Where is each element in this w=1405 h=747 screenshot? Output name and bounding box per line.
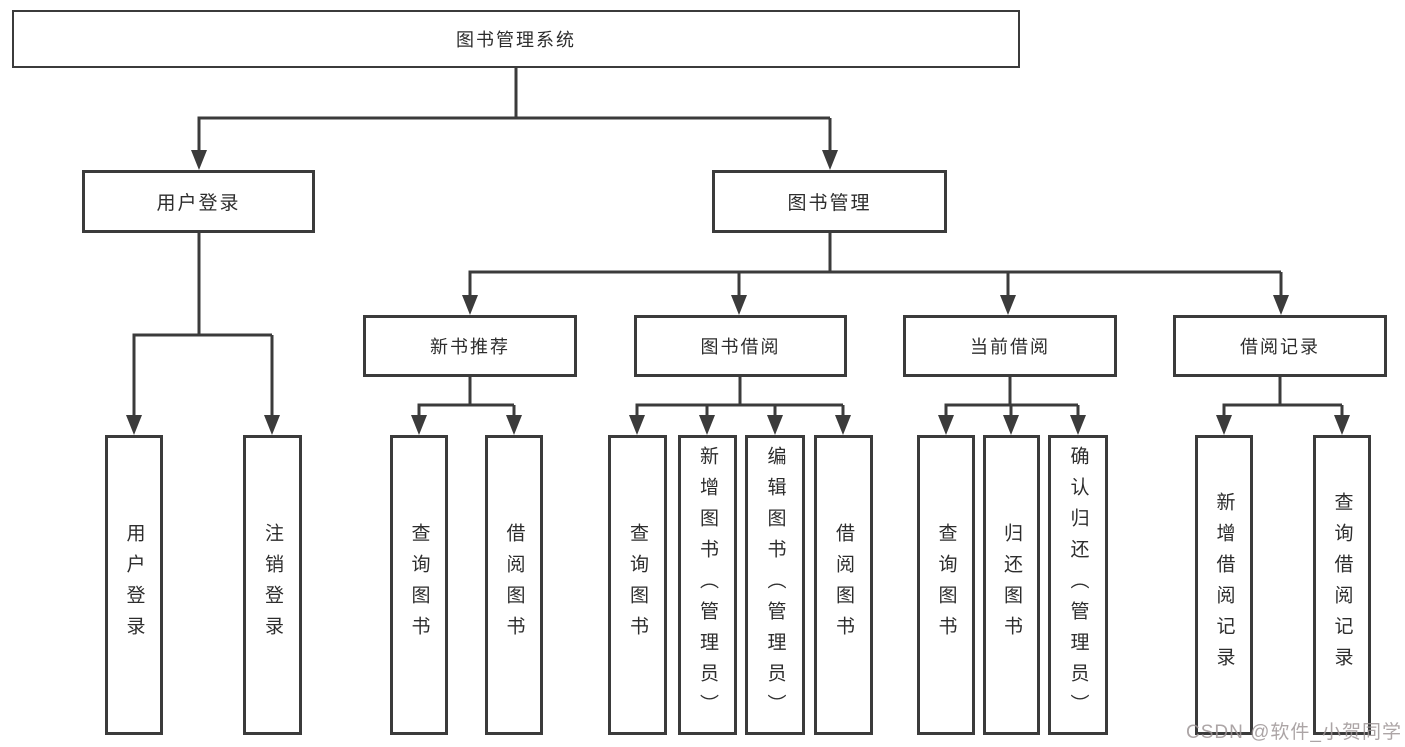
leaf-query-borrow-record: 查询借阅记录: [1313, 435, 1371, 735]
connector-book-management: [468, 233, 1283, 298]
leaf-borrow-books-recommend: 借阅图书: [485, 435, 543, 735]
node-book-borrow-label: 图书借阅: [700, 337, 781, 357]
leaf-edit-books-admin: 编辑图书（管理员）: [745, 435, 805, 735]
node-library-system: 图书管理系统: [12, 10, 1020, 68]
connector-book-borrow: [635, 377, 845, 418]
leaf-return-books: 归还图书: [983, 435, 1040, 735]
node-borrow-records-label: 借阅记录: [1240, 337, 1320, 357]
leaf-add-books-admin-label: 新增图书（管理员）: [697, 445, 718, 725]
leaf-add-borrow-record: 新增借阅记录: [1195, 435, 1253, 735]
leaf-query-borrow-record-label: 查询借阅记录: [1331, 492, 1353, 678]
leaf-user-login: 用户登录: [105, 435, 163, 735]
leaf-query-books-current-label: 查询图书: [935, 523, 957, 647]
node-new-book-recommend-label: 新书推荐: [430, 337, 510, 357]
leaf-confirm-return-admin-label: 确认归还（管理员）: [1067, 445, 1089, 725]
leaf-logout: 注销登录: [243, 435, 302, 735]
connector-user-login: [132, 233, 274, 417]
leaf-query-books-current: 查询图书: [917, 435, 975, 735]
connector-borrow-records: [1222, 377, 1344, 418]
csdn-watermark: CSDN @软件_小贺同学: [1186, 722, 1402, 743]
leaf-query-books-recommend-label: 查询图书: [408, 523, 430, 647]
leaf-edit-books-admin-label: 编辑图书（管理员）: [764, 445, 786, 725]
node-user-login-label: 用户登录: [156, 193, 241, 214]
arrowheads: [126, 150, 1350, 435]
connector-current-borrow: [944, 377, 1080, 418]
node-library-system-label: 图书管理系统: [456, 30, 576, 50]
node-book-management: 图书管理: [712, 170, 947, 233]
connector-root: [197, 68, 832, 153]
leaf-borrow-books-recommend-label: 借阅图书: [503, 523, 525, 647]
node-book-management-label: 图书管理: [787, 193, 872, 214]
leaf-query-books-recommend: 查询图书: [390, 435, 448, 735]
leaf-return-books-label: 归还图书: [1001, 523, 1022, 647]
leaf-user-login-label: 用户登录: [123, 523, 145, 647]
leaf-query-books-borrow: 查询图书: [608, 435, 667, 735]
leaf-borrow-books: 借阅图书: [814, 435, 873, 735]
leaf-borrow-books-label: 借阅图书: [833, 523, 854, 647]
leaf-add-borrow-record-label: 新增借阅记录: [1213, 492, 1235, 678]
node-book-borrow: 图书借阅: [634, 315, 847, 377]
node-current-borrow-label: 当前借阅: [970, 337, 1050, 357]
leaf-confirm-return-admin: 确认归还（管理员）: [1048, 435, 1108, 735]
node-user-login: 用户登录: [82, 170, 315, 233]
node-borrow-records: 借阅记录: [1173, 315, 1387, 377]
node-new-book-recommend: 新书推荐: [363, 315, 577, 377]
connector-new-book-recommend: [417, 377, 516, 418]
leaf-query-books-borrow-label: 查询图书: [627, 523, 648, 647]
node-current-borrow: 当前借阅: [903, 315, 1117, 377]
leaf-logout-label: 注销登录: [262, 523, 283, 647]
leaf-add-books-admin: 新增图书（管理员）: [678, 435, 737, 735]
